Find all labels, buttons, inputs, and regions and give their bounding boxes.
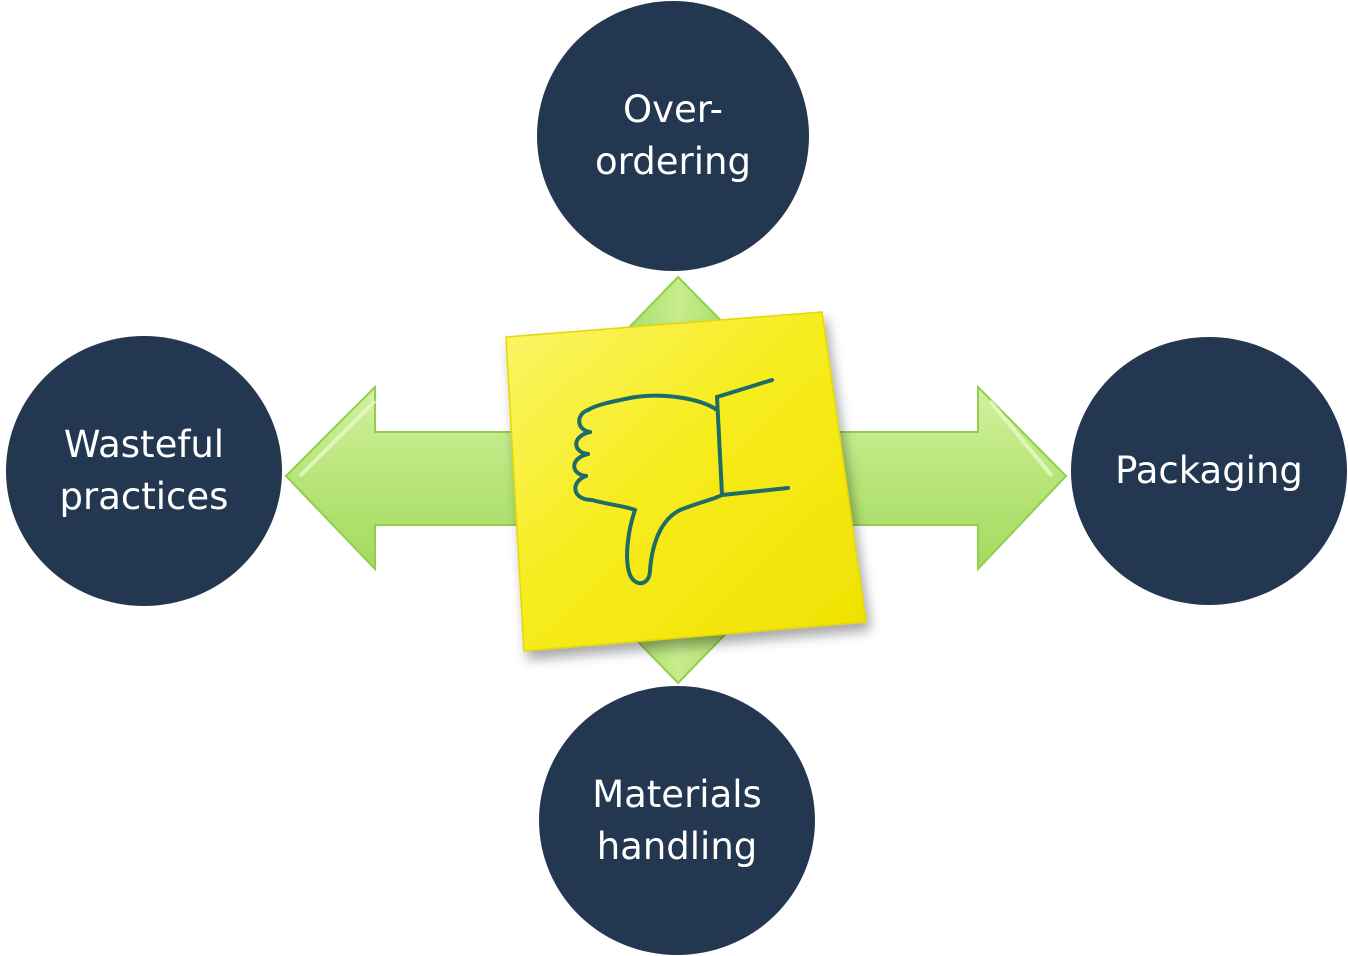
- node-wasteful-practices-label: Wasteful practices: [59, 423, 229, 518]
- node-materials-handling: Materials handling: [539, 686, 815, 955]
- arrow-up-down: [609, 275, 748, 346]
- node-packaging: Packaging: [1071, 337, 1347, 605]
- arrow-down-head: [611, 616, 745, 685]
- node-over-ordering: Over- ordering: [537, 1, 809, 271]
- arrow-left-bevel: [298, 399, 377, 478]
- arrow-right-bevel: [988, 399, 1054, 478]
- node-wasteful-practices: Wasteful practices: [6, 336, 282, 606]
- node-materials-handling-label: Materials handling: [592, 772, 762, 868]
- node-over-ordering-label: Over- ordering: [595, 88, 751, 183]
- node-packaging-label: Packaging: [1115, 449, 1303, 492]
- arrow-left-right: [284, 384, 1068, 572]
